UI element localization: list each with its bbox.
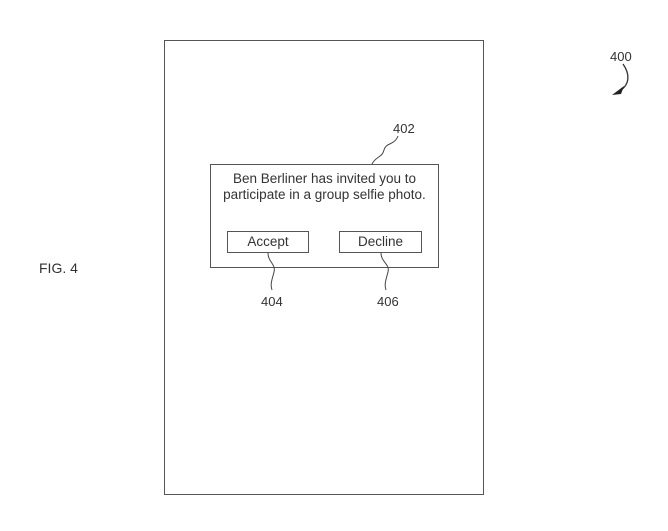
invite-message: Ben Berliner has invited you to particip… [223, 171, 426, 202]
leader-404 [267, 252, 275, 291]
figure-label: FIG. 4 [39, 260, 78, 276]
arrowhead-400-icon [612, 86, 624, 95]
arrow-400 [619, 63, 629, 92]
leader-406 [380, 252, 389, 291]
ref-406: 406 [377, 294, 399, 309]
decline-button[interactable]: Decline [339, 231, 422, 253]
accept-button[interactable]: Accept [227, 231, 309, 253]
invite-dialog [210, 164, 439, 268]
device-screen [164, 40, 484, 495]
ref-404: 404 [261, 294, 283, 309]
leader-402 [371, 135, 399, 165]
ref-402: 402 [393, 121, 415, 136]
ref-400: 400 [610, 49, 632, 64]
